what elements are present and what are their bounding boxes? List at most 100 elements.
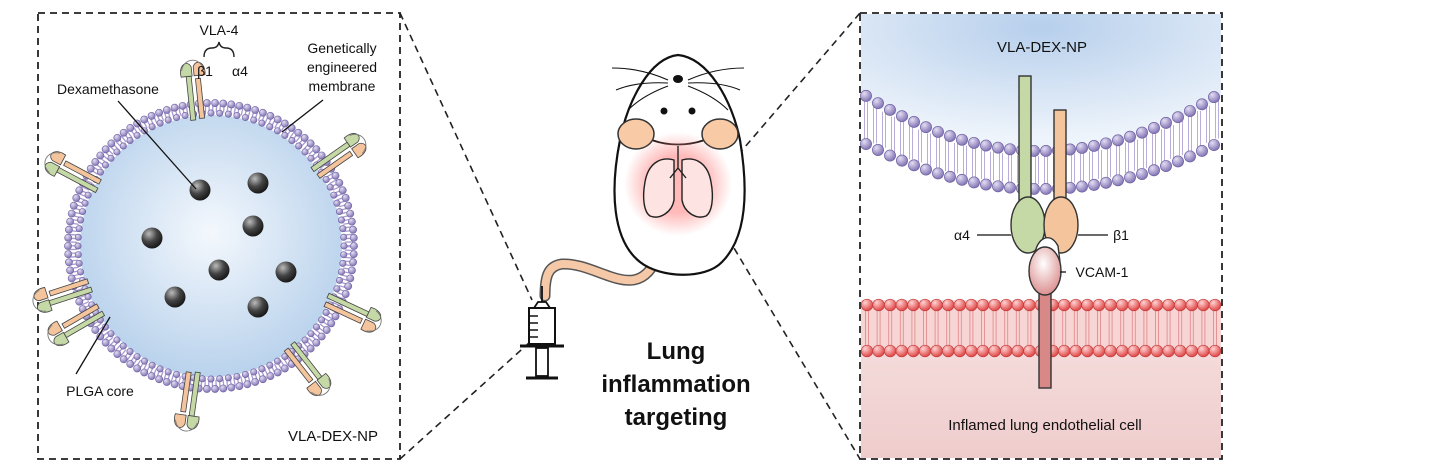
membrane-bead (1136, 126, 1148, 139)
membrane-bead (942, 298, 955, 312)
membrane-bead (965, 298, 978, 312)
membrane-label-line2: engineered (307, 59, 377, 75)
left-lung (642, 158, 675, 218)
membrane-bead (243, 103, 252, 112)
membrane-bead (907, 298, 920, 312)
membrane-bead (932, 167, 944, 180)
membrane-bead (920, 163, 932, 176)
membrane-bead (126, 348, 134, 356)
dexamethasone-particle (141, 227, 163, 249)
membrane-bead (1104, 298, 1117, 312)
membrane-bead (266, 112, 275, 120)
membrane-bead (69, 201, 78, 210)
membrane-bead (164, 368, 172, 376)
receptor-cap (366, 310, 382, 332)
membrane-bead (280, 364, 289, 373)
membrane-bead (1172, 111, 1184, 124)
membrane-bead (258, 375, 267, 384)
membrane-bead (119, 355, 128, 364)
membrane-bead (156, 365, 164, 373)
dexamethasone-particle (164, 286, 186, 308)
membrane-bead (346, 209, 355, 218)
vla4-receptors (32, 59, 382, 432)
membrane-bead (317, 151, 326, 160)
membrane-bead (64, 250, 73, 259)
mouse-right-eye (688, 107, 696, 115)
membrane-bead (162, 106, 171, 114)
membrane-bead (349, 233, 358, 242)
beta1-stalk (61, 303, 100, 329)
zoom-line-left-bottom (399, 332, 541, 460)
membrane-bead (300, 134, 309, 142)
membrane-bead (75, 259, 83, 267)
membrane-bead (1000, 344, 1013, 358)
membrane-bead (988, 298, 1001, 312)
membrane-bead (181, 112, 189, 120)
membrane-bead (1069, 344, 1082, 358)
membrane-bead (992, 180, 1004, 193)
membrane-bead (66, 217, 74, 226)
membrane-bead (250, 368, 258, 376)
dexamethasone-particles (141, 172, 297, 318)
membrane-bead (113, 336, 121, 344)
membrane-bead (233, 112, 241, 120)
membrane-bead (322, 308, 330, 316)
vla4-receptor (310, 133, 367, 179)
membrane-bead (126, 136, 134, 144)
membrane-bead (907, 344, 920, 358)
membrane-bead (348, 266, 356, 275)
membrane-bead (1076, 180, 1088, 193)
membrane-bead (84, 293, 92, 301)
membrane-bead (133, 131, 141, 139)
membrane-bead (1116, 298, 1129, 312)
membrane-bead (224, 110, 232, 118)
membrane-bead (211, 99, 219, 107)
membrane-bead (207, 375, 215, 383)
membrane-bead (1081, 344, 1094, 358)
membrane-bead (287, 124, 296, 132)
membrane-bead (1127, 298, 1140, 312)
membrane-bead (173, 114, 181, 122)
membrane-bead (318, 316, 326, 324)
membrane-bead (1196, 144, 1208, 157)
membrane-bead (1184, 150, 1196, 163)
membrane-bead (1092, 344, 1106, 358)
membrane-bead (895, 298, 908, 312)
right-top-label: VLA-DEX-NP (997, 39, 1087, 56)
right-beta1-label: β1 (1113, 227, 1129, 243)
membrane-bead (148, 123, 156, 131)
plga-core (80, 115, 342, 377)
membrane-bead (338, 186, 347, 195)
left-panel: VLA-4 β1 α4 Genetically engineered membr… (32, 12, 401, 460)
membrane-bead (335, 208, 343, 216)
membrane-bead (872, 144, 884, 156)
membrane-bead (884, 298, 897, 312)
membrane-bead (341, 290, 350, 298)
zoom-line-left-top (399, 12, 533, 301)
membrane-bead (207, 109, 215, 117)
membrane-bead (170, 103, 179, 112)
alpha4-label: α4 (232, 63, 248, 79)
membrane-bead (67, 274, 76, 283)
vla4-receptor (180, 59, 206, 121)
membrane-bead (953, 298, 966, 312)
endothelial-membrane-beads (860, 298, 1222, 358)
membrane-bead (1184, 105, 1196, 117)
vcam1-stalk (1038, 289, 1052, 389)
membrane-bead (1081, 298, 1094, 312)
membrane-bead (170, 380, 179, 389)
alpha4-stalk (1018, 75, 1032, 215)
membrane-bead (113, 148, 121, 156)
membrane-bead (1197, 344, 1210, 358)
membrane-bead (337, 216, 345, 224)
right-alpha4-label: α4 (954, 227, 970, 243)
membrane-bead (133, 364, 142, 373)
dexamethasone-leader-line (117, 100, 197, 190)
membrane-bead (313, 323, 321, 331)
membrane-bead (107, 330, 115, 338)
dexamethasone-label: Dexamethasone (57, 81, 159, 97)
dexamethasone-particle (189, 179, 211, 201)
membrane-bead (1004, 143, 1016, 156)
membrane-bead (266, 372, 275, 380)
beta1-label: β1 (197, 63, 213, 79)
